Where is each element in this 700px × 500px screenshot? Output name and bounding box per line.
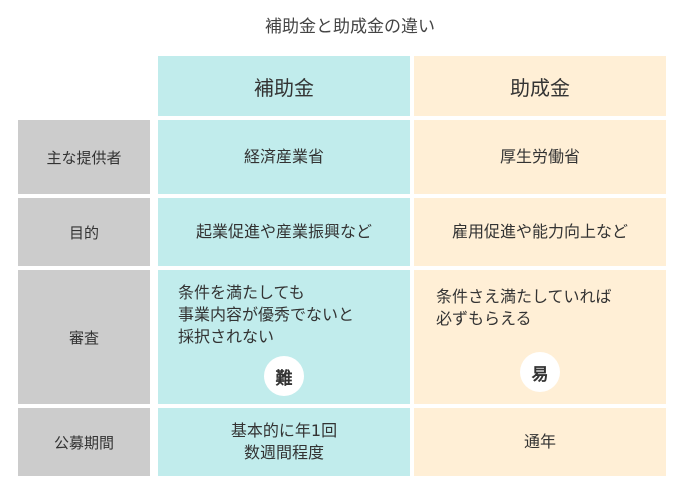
review-grant-text: 条件さえ満たしていれば 必ずもらえる	[436, 286, 612, 330]
cell-purpose-grant: 雇用促進や能力向上など	[414, 198, 666, 266]
review-subsidy-line-2: 事業内容が優秀でないと	[178, 305, 355, 324]
header-grant: 助成金	[414, 56, 666, 116]
provider-grant-text: 厚生労働省	[499, 147, 580, 166]
purpose-subsidy-text: 起業促進や産業振興など	[195, 222, 372, 241]
row-label-purpose: 目的	[18, 198, 150, 266]
review-subsidy-text: 条件を満たしても 事業内容が優秀でないと 採択されない	[178, 282, 354, 348]
period-grant-text: 通年	[523, 432, 556, 451]
provider-subsidy-text: 経済産業省	[243, 147, 324, 166]
cell-review-subsidy: 条件を満たしても 事業内容が優秀でないと 採択されない 難	[158, 270, 410, 404]
cell-review-grant: 条件さえ満たしていれば 必ずもらえる 易	[414, 270, 666, 404]
cell-period-subsidy: 基本的に年1回 数週間程度	[158, 408, 410, 476]
review-subsidy-line-1: 条件を満たしても	[178, 283, 305, 302]
difficulty-badge-easy: 易	[520, 352, 560, 392]
row-label-period: 公募期間	[18, 408, 150, 476]
period-subsidy-line-1: 基本的に年1回	[230, 421, 338, 440]
cell-provider-subsidy: 経済産業省	[158, 120, 410, 194]
review-grant-line-2: 必ずもらえる	[436, 309, 532, 328]
review-subsidy-line-3: 採択されない	[178, 327, 275, 346]
cell-provider-grant: 厚生労働省	[414, 120, 666, 194]
purpose-grant-text: 雇用促進や能力向上など	[451, 222, 628, 241]
difficulty-badge-hard: 難	[264, 356, 304, 396]
cell-period-grant: 通年	[414, 408, 666, 476]
page-title: 補助金と助成金の違い	[265, 17, 435, 37]
row-label-provider: 主な提供者	[18, 120, 150, 194]
period-subsidy-line-2: 数週間程度	[243, 443, 324, 462]
cell-purpose-subsidy: 起業促進や産業振興など	[158, 198, 410, 266]
row-label-review: 審査	[18, 270, 150, 404]
review-grant-line-1: 条件さえ満たしていれば	[436, 287, 612, 306]
header-subsidy: 補助金	[158, 56, 410, 116]
